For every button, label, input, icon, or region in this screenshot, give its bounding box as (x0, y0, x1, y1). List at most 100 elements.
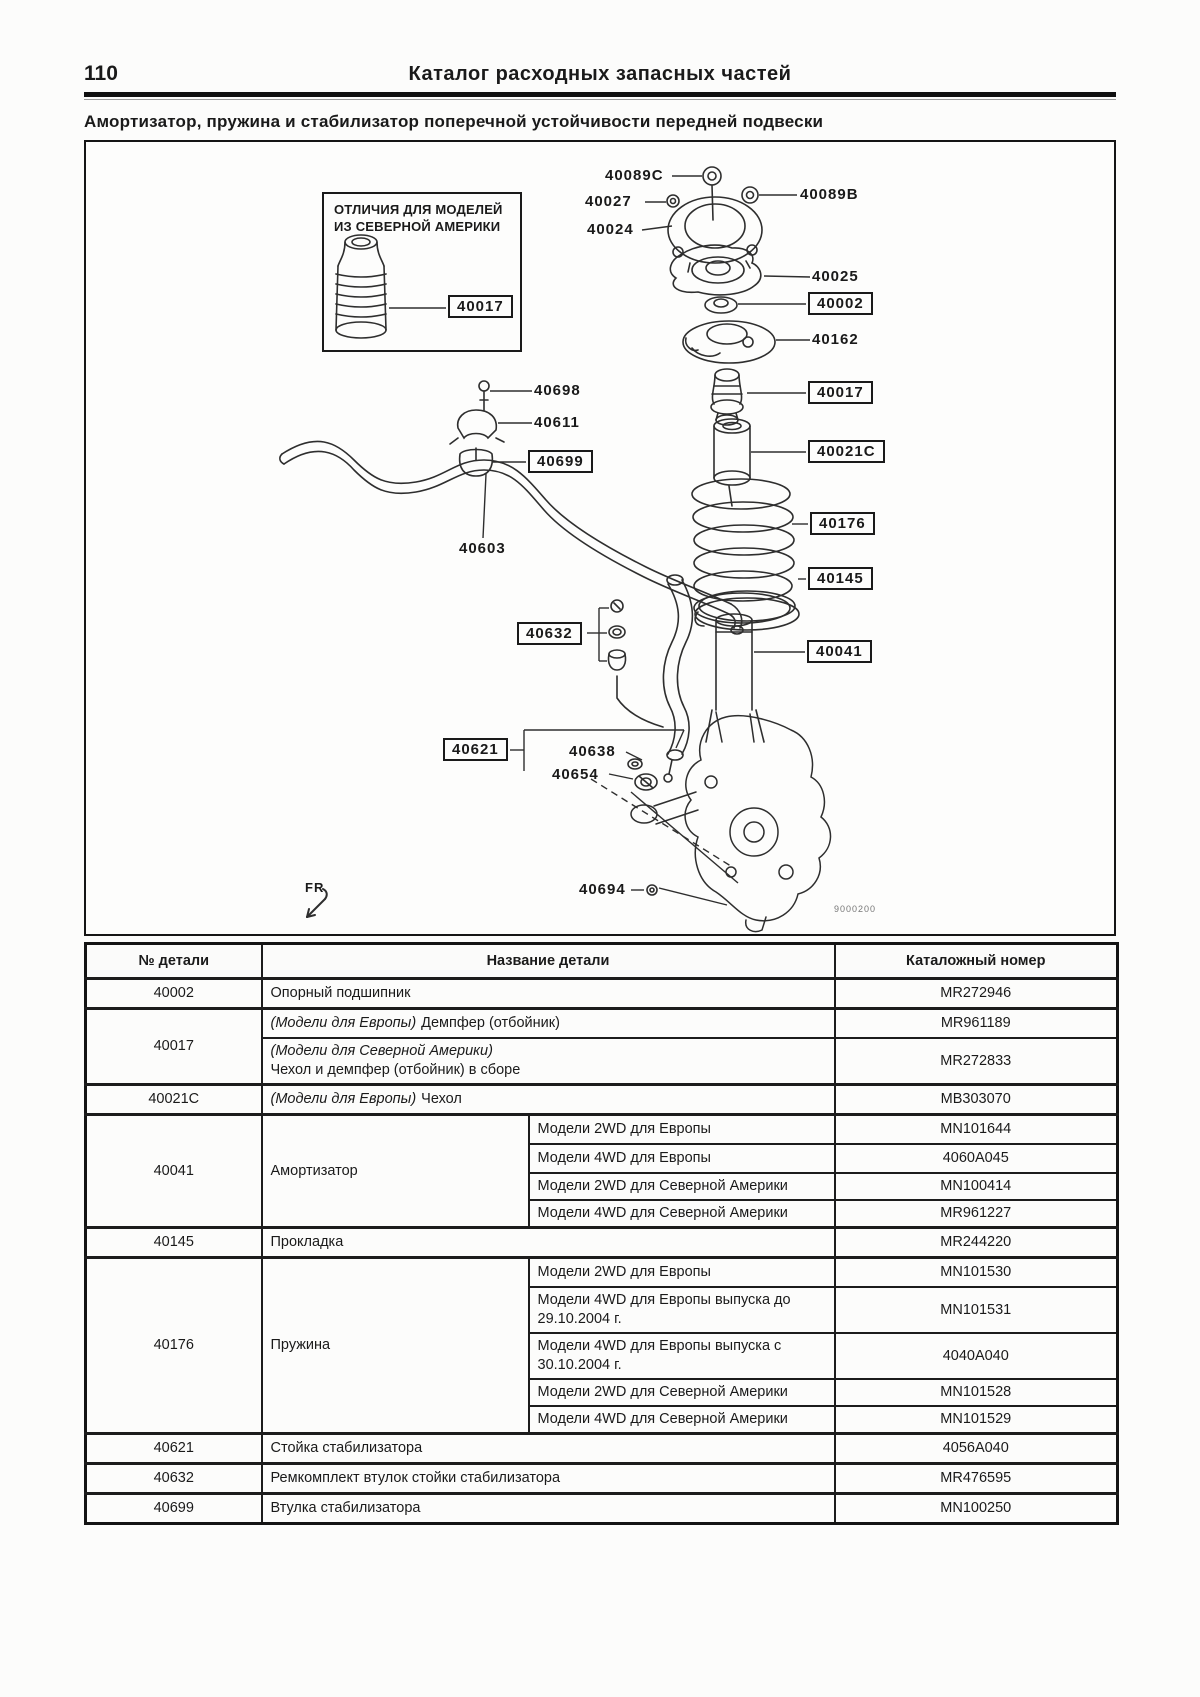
catalog-number-cell: 4056A040 (833, 1432, 1119, 1465)
table-row: 40176 Пружина Модели 2WD для Европы MN10… (84, 1256, 1119, 1435)
catalog-number-cell: MN101528 (833, 1378, 1119, 1407)
part-name-cell: Прокладка (260, 1226, 836, 1259)
table-row: 40632 Ремкомплект втулок стойки стабилиз… (84, 1462, 1119, 1495)
catalog-number-cell: MR244220 (833, 1226, 1119, 1259)
part-name-cell: Пружина (260, 1256, 530, 1435)
part-label-40632: 40632 (517, 622, 582, 645)
inset-title: ОТЛИЧИЯ ДЛЯ МОДЕЛЕЙ ИЗ СЕВЕРНОЙ АМЕРИКИ (334, 201, 503, 235)
header-rule-thin (84, 99, 1116, 100)
table-row: Модели 4WD для Европы выпуска с 30.10.20… (86, 1332, 1119, 1380)
catalog-number-cell: MN100414 (833, 1172, 1119, 1201)
damper-40017-drawing (710, 368, 744, 426)
boot-40021C-drawing (713, 418, 751, 486)
part-label-40621: 40621 (443, 738, 508, 761)
part-label-40638: 40638 (569, 743, 616, 760)
leader-lines (389, 175, 811, 906)
part-label-40611: 40611 (534, 414, 580, 431)
part-label-40041: 40041 (807, 640, 872, 663)
variant-cell: Модели 4WD для Европы выпуска до 29.10.2… (527, 1286, 836, 1334)
part-number-cell: 40041 (84, 1113, 263, 1229)
north-america-inset: ОТЛИЧИЯ ДЛЯ МОДЕЛЕЙ ИЗ СЕВЕРНОЙ АМЕРИКИ (322, 192, 522, 352)
stabilizer-link-drawing (662, 574, 694, 783)
col-header-catalog-number: Каталожный номер (833, 942, 1119, 980)
table-row: Модели 4WD для Северной Америки MR961227 (86, 1199, 1119, 1229)
seat-40162-drawing (682, 320, 776, 364)
catalog-number-cell: 4060A045 (833, 1143, 1119, 1174)
catalog-number-cell: MR961189 (833, 1007, 1119, 1039)
part-label-40017-inset: 40017 (448, 295, 513, 318)
part-number-cell: 40021C (84, 1083, 263, 1116)
part-number-cell: 40002 (84, 977, 263, 1010)
part-name-cell: (Модели для Северной Америки)Чехол и дем… (260, 1037, 836, 1086)
figure-code: 9000200 (834, 904, 877, 914)
part-label-40698: 40698 (534, 382, 581, 399)
catalog-number-cell: MN101529 (833, 1405, 1119, 1435)
header-rule (84, 92, 1116, 97)
variant-cell: Модели 2WD для Северной Америки (527, 1172, 836, 1201)
part-label-40027: 40027 (585, 193, 632, 210)
strut-40041-drawing (705, 613, 765, 743)
table-row: 40017 (Модели для Европы)Демпфер (отбойн… (84, 1007, 1119, 1086)
part-label-40145: 40145 (808, 567, 873, 590)
part-name-cell: (Модели для Европы)Чехол (260, 1083, 836, 1116)
parts-diagram: ОТЛИЧИЯ ДЛЯ МОДЕЛЕЙ ИЗ СЕВЕРНОЙ АМЕРИКИ … (84, 140, 1116, 936)
market-note: (Модели для Европы) (270, 1091, 417, 1107)
table-row: 40621 Стойка стабилизатора 4056A040 (84, 1432, 1119, 1465)
part-label-40176: 40176 (810, 512, 875, 535)
catalog-number-cell: MN101644 (833, 1113, 1119, 1145)
variant-cell: Модели 2WD для Северной Америки (527, 1378, 836, 1407)
catalog-number-cell: MR961227 (833, 1199, 1119, 1229)
market-note: (Модели для Европы) (270, 1015, 417, 1031)
col-header-part-number: № детали (84, 942, 263, 980)
part-name-cell: Опорный подшипник (260, 977, 836, 1010)
table-row: 40021C (Модели для Европы)Чехол MB303070 (84, 1083, 1119, 1116)
page-number: 110 (84, 62, 118, 85)
part-number-cell: 40145 (84, 1226, 263, 1259)
knuckle-drawing (630, 711, 832, 933)
catalog-number-cell: MR476595 (833, 1462, 1119, 1495)
table-row: 40002 Опорный подшипник MR272946 (84, 977, 1119, 1010)
table-row: 40145 Прокладка MR244220 (84, 1226, 1119, 1259)
part-name-cell: (Модели для Европы)Демпфер (отбойник) (260, 1007, 836, 1039)
link-kit-40632-drawing (607, 599, 664, 728)
washer-40654-drawing (634, 773, 658, 791)
part-name-text: Демпфер (отбойник) (421, 1015, 560, 1031)
variant-cell: Модели 4WD для Европы (527, 1143, 836, 1174)
catalog-number-cell: MN100250 (833, 1492, 1119, 1525)
bushing-40699-drawing (458, 447, 494, 477)
catalog-number-cell: MN101530 (833, 1256, 1119, 1288)
table-row: 40041 Амортизатор Модели 2WD для Европы … (84, 1113, 1119, 1229)
part-label-40603: 40603 (459, 540, 506, 557)
table-row: Модели 2WD для Северной Америки MN101528 (86, 1378, 1119, 1407)
part-label-40002: 40002 (808, 292, 873, 315)
bolt-40698-drawing (478, 380, 490, 411)
variant-cell: Модели 4WD для Европы выпуска с 30.10.20… (527, 1332, 836, 1380)
part-name-cell: Стойка стабилизатора (260, 1432, 836, 1465)
table-row: 40699 Втулка стабилизатора MN100250 (84, 1492, 1119, 1525)
table-row: Модели 4WD для Европы выпуска до 29.10.2… (86, 1286, 1119, 1334)
part-label-40025: 40025 (812, 268, 859, 285)
table-row: Модели 2WD для Северной Америки MN100414 (86, 1172, 1119, 1201)
bolt-40694-drawing (646, 884, 658, 896)
col-header-part-name: Название детали (260, 942, 836, 980)
inset-boot-drawing (335, 234, 387, 339)
part-name-cell: Амортизатор (260, 1113, 530, 1229)
bracket-40611-drawing (449, 409, 505, 445)
inset-title-line1: ОТЛИЧИЯ ДЛЯ МОДЕЛЕЙ (334, 202, 503, 217)
part-label-40694: 40694 (579, 881, 626, 898)
inset-title-line2: ИЗ СЕВЕРНОЙ АМЕРИКИ (334, 219, 501, 234)
bearing-40002-drawing (704, 296, 738, 314)
part-number-cell: 40699 (84, 1492, 263, 1525)
part-label-40024: 40024 (587, 221, 634, 238)
nut-40089B-drawing (741, 186, 759, 204)
part-number-cell: 40176 (84, 1256, 263, 1435)
part-number-cell: 40632 (84, 1462, 263, 1495)
washer-40638-drawing (627, 758, 643, 770)
market-note: (Модели для Северной Америки) (270, 1043, 493, 1059)
variant-cell: Модели 4WD для Северной Америки (527, 1199, 836, 1229)
page: 110 Каталог расходных запасных частей Ам… (84, 62, 1119, 1525)
catalog-number-cell: 4040A040 (833, 1332, 1119, 1380)
bolt-40027-drawing (666, 194, 680, 208)
catalog-number-cell: MN101531 (833, 1286, 1119, 1334)
table-row: (Модели для Северной Америки)Чехол и дем… (86, 1037, 1119, 1086)
